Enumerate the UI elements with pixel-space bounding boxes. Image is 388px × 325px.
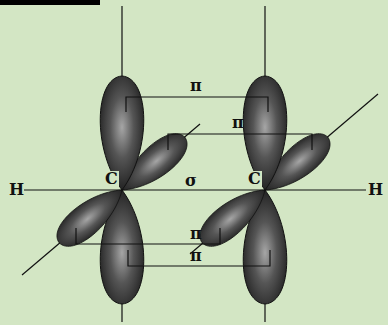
orbital-label: π bbox=[190, 78, 202, 94]
orbital-label: H bbox=[9, 182, 24, 198]
bond-lines bbox=[24, 97, 366, 266]
orbital-label: π bbox=[190, 248, 202, 264]
orbital-label: C bbox=[104, 171, 119, 187]
orbital-label: π bbox=[190, 226, 202, 242]
axes bbox=[22, 6, 378, 322]
orbital-label: H bbox=[368, 182, 383, 198]
orbital-label: C bbox=[247, 171, 262, 187]
top-bar bbox=[0, 0, 100, 5]
orbital-label: σ bbox=[185, 173, 197, 189]
orbital-label: π bbox=[232, 115, 244, 131]
